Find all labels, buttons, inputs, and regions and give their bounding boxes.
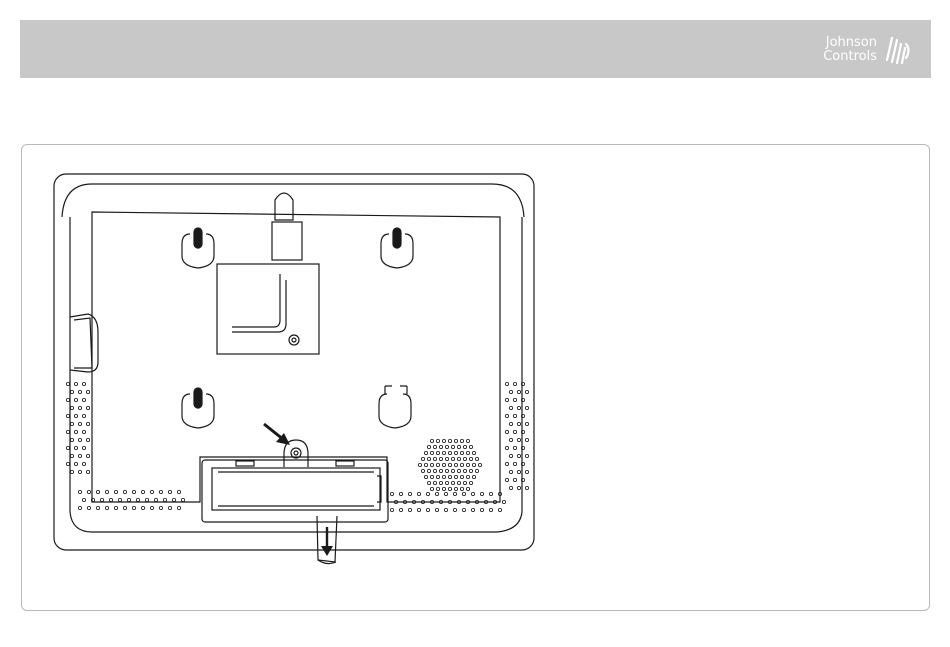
brand-line-1: Johnson xyxy=(823,36,877,50)
back-plate-diagram xyxy=(52,172,538,568)
keyhole-top-right xyxy=(381,228,413,268)
brand-wordmark: Johnson Controls xyxy=(823,36,877,64)
battery-compartment xyxy=(202,460,388,522)
johnson-controls-logo-icon xyxy=(883,34,913,66)
brand-logo: Johnson Controls xyxy=(823,28,913,72)
header-bar: Johnson Controls xyxy=(20,20,931,78)
mount-plate xyxy=(217,264,319,354)
keyhole-top-left xyxy=(182,228,214,268)
side-clip xyxy=(70,314,98,372)
keyhole-bottom-right xyxy=(379,386,411,428)
arrow-to-screw-icon xyxy=(264,424,290,445)
antenna-icon xyxy=(272,193,302,260)
keyhole-bottom-left xyxy=(182,388,214,428)
arrow-pull-down-icon xyxy=(321,527,333,556)
brand-line-2: Controls xyxy=(823,50,877,64)
